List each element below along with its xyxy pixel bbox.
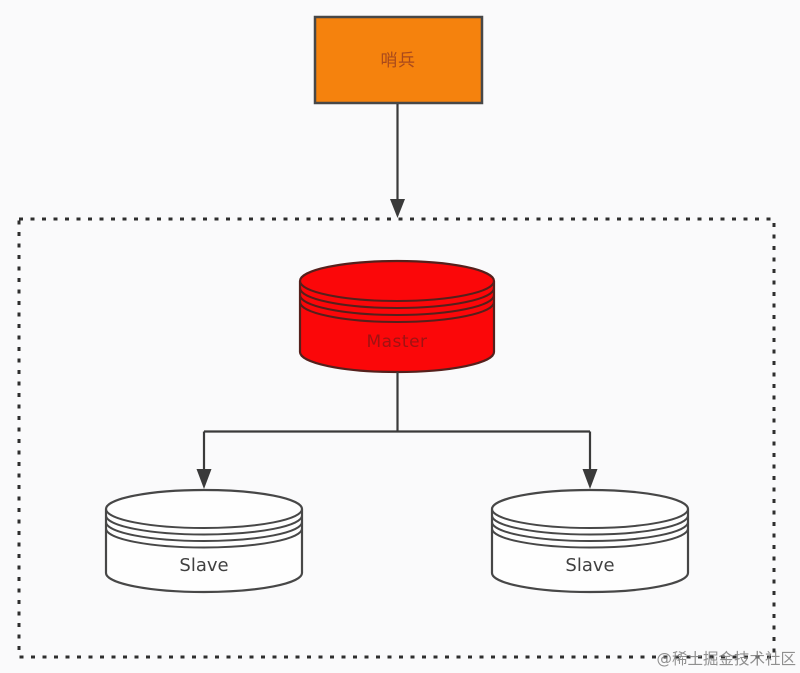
- master-label: Master: [366, 332, 427, 352]
- master-cylinder-rim: [299, 280, 495, 302]
- slave-right-cylinder-rim: [491, 508, 689, 529]
- slave-left-cylinder-ring: [105, 528, 303, 549]
- slave-left-cylinder-ring: [105, 521, 303, 542]
- master-cylinder-ring: [299, 287, 495, 309]
- slave-right-cylinder-ring: [491, 521, 689, 542]
- slave-right-cylinder-ring: [491, 515, 689, 536]
- master-to-slaves-connector: [196, 372, 598, 489]
- slave-left-node: Slave: [104, 488, 304, 594]
- sentinel-to-cluster-arrow: [390, 104, 405, 218]
- connector-lines: [202, 372, 592, 470]
- master-cylinder-ring: [299, 294, 495, 316]
- sentinel-label: 哨兵: [381, 51, 416, 71]
- slave-left-cylinder-rim: [105, 508, 303, 529]
- slave-right-cylinder-ring: [491, 528, 689, 549]
- arrowhead-down-icon: [390, 199, 405, 218]
- master-cylinder: [298, 259, 496, 374]
- slave-left-cylinder-ring: [105, 515, 303, 536]
- arrowhead-down-icon: [582, 469, 598, 489]
- slave-left-label: Slave: [179, 555, 228, 576]
- slave-right-node: Slave: [490, 488, 690, 594]
- sentinel-node: 哨兵: [313, 15, 484, 105]
- arrowhead-down-icon: [196, 469, 212, 489]
- sentinel-rect: [313, 15, 484, 105]
- juejin-watermark: @稀土掘金技术社区: [656, 650, 796, 668]
- slave-right-label: Slave: [565, 555, 614, 576]
- master-node: Master: [298, 259, 496, 374]
- master-cylinder-ring: [299, 301, 495, 323]
